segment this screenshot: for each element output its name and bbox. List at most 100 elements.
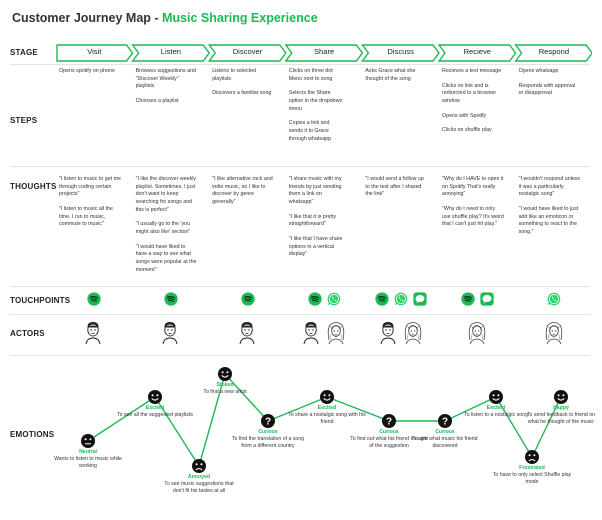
touchpoint — [164, 292, 178, 311]
stage-label: Share — [313, 47, 335, 56]
happy-face-icon — [489, 390, 503, 404]
female-actor-icon — [469, 322, 486, 345]
divider — [10, 286, 590, 287]
thought-item: "I like alternative rock and indie music… — [212, 176, 273, 206]
message-icon — [480, 292, 494, 306]
step-column: Asks Grace what she thought of the song — [365, 68, 427, 90]
emotion-state: Curious — [435, 429, 455, 435]
emotion-state: Frustrated — [519, 465, 545, 471]
actor — [302, 320, 320, 349]
whatsapp-icon — [327, 292, 340, 306]
actor — [84, 320, 102, 349]
svg-text:?: ? — [265, 417, 271, 428]
step-item: Clicks on link and is redirected to a br… — [442, 82, 497, 105]
thought-item: "Why do I need to only use shuffle play?… — [442, 206, 504, 228]
male-actor-icon — [239, 322, 254, 345]
emotion-desc: Wants to listen to music while working — [54, 456, 122, 470]
divider — [10, 355, 590, 356]
step-item: Clicks on shuffle play — [442, 127, 492, 134]
emotion-desc: To see what music his friend discovered — [412, 436, 478, 450]
thought-column: "I would send a follow up to the text af… — [365, 176, 427, 206]
stage-chevron — [361, 44, 440, 62]
emotion-desc: To find the translation of a song from a… — [231, 436, 305, 450]
svg-text:?: ? — [386, 417, 392, 428]
stage-label: Respond — [538, 47, 570, 56]
emotion-state: Curious — [379, 429, 399, 435]
touchpoint — [327, 292, 341, 311]
emotion-desc: To send feedback to friend on what he th… — [526, 412, 596, 426]
touchpoint — [240, 292, 255, 311]
emotion-connector — [267, 396, 328, 422]
female-actor-icon — [404, 322, 421, 345]
emotion-desc: To find out what his friend thought of t… — [350, 436, 428, 450]
divider — [10, 314, 590, 315]
touchpoint — [375, 292, 389, 311]
stage-chevron — [437, 44, 517, 62]
stage-label: Recieve — [463, 47, 492, 56]
stage-chevron — [207, 44, 287, 62]
emotion-desc: To share a nostalgic song with his frien… — [288, 412, 366, 426]
spotify-icon — [164, 292, 178, 306]
emotion-connector — [154, 396, 200, 467]
emotion-state: Curious — [258, 429, 278, 435]
touchpoint — [547, 292, 561, 311]
thought-item: "I share music with my friends by just s… — [288, 176, 342, 206]
emotion-connector — [326, 396, 390, 422]
step-column: Opens spotify on phone — [59, 68, 121, 83]
male-actor-icon — [380, 322, 396, 345]
emotion-connector — [198, 373, 226, 467]
female-actor-icon — [327, 322, 345, 345]
actor — [161, 320, 179, 349]
touchpoint — [461, 292, 475, 311]
happy-face-icon — [218, 367, 232, 381]
thought-column: "I like alternative rock and indie music… — [212, 176, 274, 214]
stage-chevrons — [56, 44, 592, 62]
step-item: Discovers a familiar song — [212, 90, 272, 97]
thought-item: "I like that I have share options in a v… — [288, 236, 343, 258]
touchpoint — [307, 292, 322, 311]
happy-face-icon — [148, 390, 162, 404]
row-label-thoughts: THOUGHTS — [10, 182, 57, 191]
emotion-state: Excited — [317, 405, 337, 411]
thought-item: "I listen to music to get me through cod… — [59, 176, 121, 198]
spotify-icon — [307, 292, 322, 306]
thought-item: "I like that it is pretty straightforwar… — [288, 213, 337, 228]
step-item: Recieves a text message — [442, 68, 502, 74]
emotion-desc: To find a new artist — [203, 389, 247, 396]
stage-chevron — [514, 44, 592, 62]
thought-column: "I like the discover weekly playlist. So… — [136, 176, 198, 281]
male-actor-icon — [303, 322, 319, 345]
stage-chevron — [284, 44, 364, 62]
thought-column: "Why do I HAVE to open it on Spotify Tha… — [442, 176, 504, 236]
step-item: Asks Grace what she thought of the song — [365, 68, 416, 82]
male-actor-icon — [162, 322, 178, 345]
sad-face-icon — [192, 459, 206, 473]
thought-column: "I listen to music to get me through cod… — [59, 176, 121, 236]
thought-item: "I listen to music all the time. I run t… — [59, 206, 113, 228]
stage-chevron — [131, 44, 211, 62]
step-item: Browses suggestions and "Discover Weekly… — [135, 68, 196, 90]
male-actor-icon — [85, 322, 101, 345]
touchpoint — [413, 292, 427, 311]
emotion-state: Happy — [553, 405, 569, 411]
step-item: Copies a link and sends it to Grace thro… — [288, 120, 331, 142]
sad-face-icon — [525, 450, 539, 464]
spotify-icon — [240, 292, 255, 306]
thought-item: "I like the discover weekly playlist. So… — [135, 176, 197, 213]
touchpoint — [480, 292, 494, 311]
step-item: Selects the Share option in the dropdown… — [288, 90, 343, 112]
svg-text:?: ? — [442, 417, 448, 428]
emotion-state: Excited — [145, 405, 165, 411]
thought-column: "I wouldn't respond unless it was a part… — [519, 176, 581, 244]
